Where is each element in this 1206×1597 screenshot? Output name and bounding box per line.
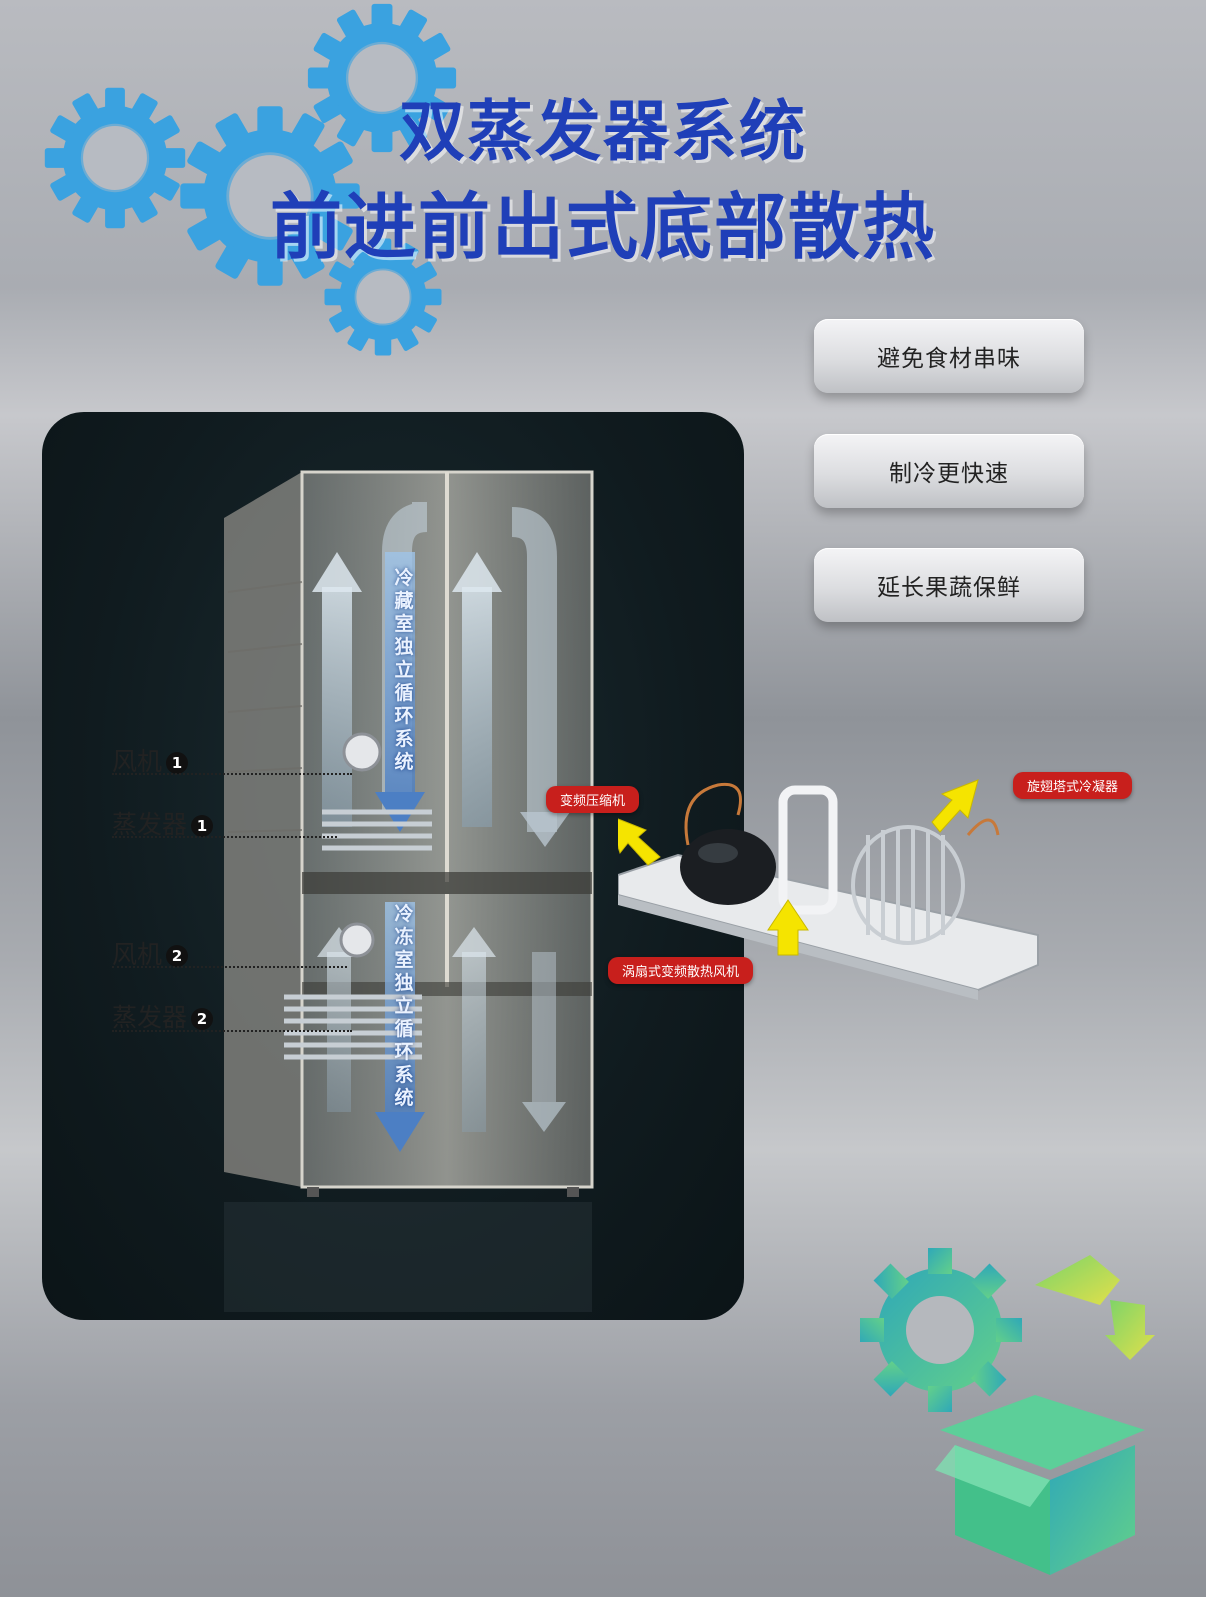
feature-badge: 制冷更快速 <box>814 434 1084 508</box>
number-badge: 1 <box>166 752 189 774</box>
fridge-cycle-label: 冷藏室独立循环系统 <box>394 567 414 773</box>
box-icon <box>935 1395 1145 1575</box>
feature-badge: 避免食材串味 <box>814 319 1084 393</box>
leader-line <box>112 836 337 838</box>
cooling-unit-illustration <box>618 779 1039 1000</box>
compressor-tag: 变频压缩机 <box>546 786 640 813</box>
page-title: 双蒸发器系统 <box>399 93 807 170</box>
condenser-tag: 旋翅塔式冷凝器 <box>1013 772 1133 799</box>
number-badge: 1 <box>191 815 214 837</box>
fridge-panel <box>42 412 744 1320</box>
gear-icon <box>860 1248 1022 1412</box>
leader-line <box>112 773 352 775</box>
page-subtitle: 前进前出式底部散热 <box>269 185 936 269</box>
feature-badge: 延长果蔬保鲜 <box>814 548 1084 622</box>
pointer-arrow-icon <box>767 899 809 956</box>
leader-line <box>112 966 347 968</box>
fridge-illustration <box>224 470 594 1312</box>
fan-tag: 涡扇式变频散热风机 <box>608 957 754 984</box>
leader-line <box>112 1030 352 1032</box>
recycle-arrow-icon <box>1035 1255 1155 1360</box>
eco-decoration <box>860 1248 1155 1575</box>
freezer-cycle-label: 冷冻室独立循环系统 <box>394 903 414 1109</box>
pointer-arrow-icon <box>618 818 661 866</box>
pointer-arrow-icon <box>931 779 979 833</box>
number-badge: 2 <box>166 945 189 967</box>
number-badge: 2 <box>191 1008 214 1030</box>
